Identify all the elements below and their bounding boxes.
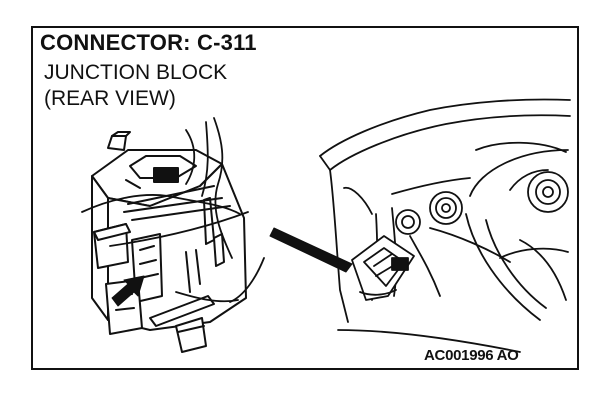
- wiring-harness: [82, 118, 264, 302]
- view-label: (REAR VIEW): [44, 87, 176, 110]
- connector-label: CONNECTOR: C-311: [40, 30, 257, 55]
- dashboard-illustration: [320, 99, 570, 352]
- junction-block: [92, 132, 246, 352]
- component-name: JUNCTION BLOCK: [44, 61, 228, 84]
- location-callout-pointer: [270, 228, 352, 272]
- figure-code: AC001996 AO: [424, 347, 519, 364]
- pointer-arrow-icon: [112, 276, 144, 306]
